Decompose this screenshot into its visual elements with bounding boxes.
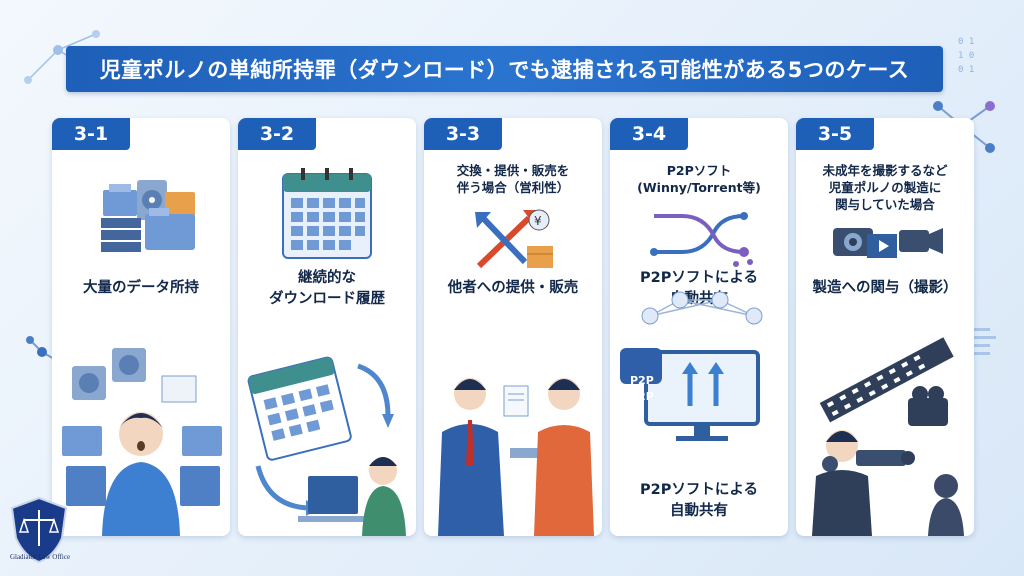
camera-icon xyxy=(833,228,943,258)
p2p-badge-text: P2P xyxy=(630,374,654,387)
case-bottom-label: P2Pソフトによる 自動共有 xyxy=(640,482,758,519)
p2p-sharing-illustration xyxy=(620,291,763,441)
case-card-3-4: 3-4 P2Pソフト (Winny/Torrent等) P2Pソフトによる 自動… xyxy=(610,118,788,536)
case-card-3-5: 3-5 未成年を撮影するなど 児童ポルノの製造に 関与していた場合 製造への関与… xyxy=(796,118,974,536)
case-description: P2Pソフト (Winny/Torrent等) xyxy=(637,163,761,195)
title-banner: 児童ポルノの単純所持罪（ダウンロード）でも逮捕される可能性がある5つのケース xyxy=(66,46,943,92)
page-title: 児童ポルノの単純所持罪（ダウンロード）でも逮捕される可能性がある5つのケース xyxy=(99,58,910,82)
p2p-badge-text: P2P xyxy=(630,390,654,403)
case-number-badge: 3-4 xyxy=(610,118,688,150)
case-description: 交換・提供・販売を 伴う場合（営利性） xyxy=(456,163,570,195)
case-number-badge: 3-2 xyxy=(238,118,316,150)
data-hoarding-illustration xyxy=(62,348,222,536)
case-description: 未成年を撮影するなど 児童ポルノの製造に 関与していた場合 xyxy=(822,163,948,212)
case-number-badge: 3-1 xyxy=(52,118,130,150)
svg-text:0 1: 0 1 xyxy=(958,65,974,75)
case-label: 製造への関与（撮影） xyxy=(812,280,958,296)
law-office-name: Gladiator Law Office xyxy=(9,553,71,561)
case-label: 他者への提供・販売 xyxy=(447,280,579,296)
svg-text:1 0: 1 0 xyxy=(958,51,974,61)
law-office-logo xyxy=(10,496,68,564)
p2p-network-icon xyxy=(650,212,753,267)
case-card-3-3: 3-3 交換・提供・販売を 伴う場合（営利性） ¥ 他者への提供・販売 xyxy=(424,118,602,536)
case-card-3-2: 3-2 継続的な ダウンロード履歴 xyxy=(238,118,416,536)
case-label: 継続的な ダウンロード履歴 xyxy=(269,270,385,307)
case-card-3-1: 3-1 大量のデータ所持 xyxy=(52,118,230,536)
download-calendar-icon xyxy=(282,168,372,259)
exchange-arrows-icon: ¥ xyxy=(475,209,553,269)
binary-decoration-icon: 0 1 1 0 0 1 xyxy=(958,37,974,75)
case-number-badge: 3-3 xyxy=(424,118,502,150)
svg-text:¥: ¥ xyxy=(534,214,542,228)
case-number-badge: 3-5 xyxy=(796,118,874,150)
svg-text:0 1: 0 1 xyxy=(958,37,974,47)
data-storage-icon xyxy=(101,180,195,252)
download-history-illustration xyxy=(247,356,406,536)
selling-illustration xyxy=(438,378,594,536)
filming-illustration xyxy=(812,337,964,536)
case-label: 大量のデータ所持 xyxy=(83,280,199,296)
